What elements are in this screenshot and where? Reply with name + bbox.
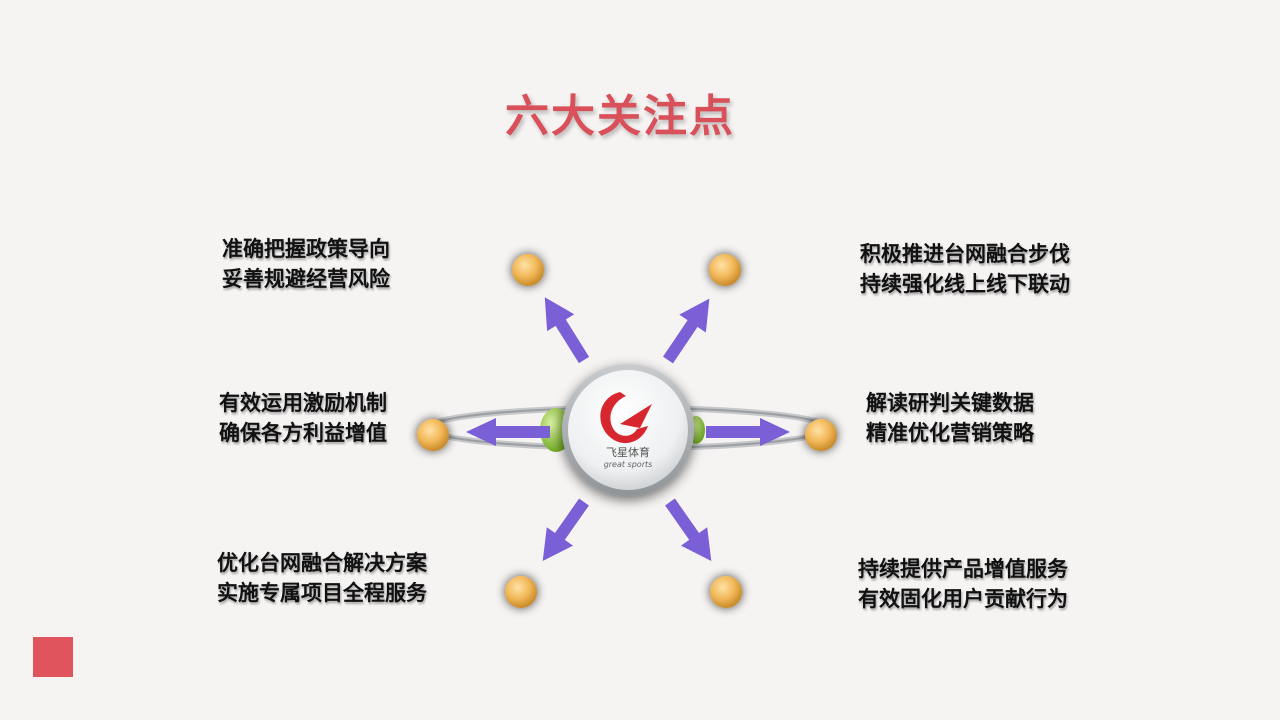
arrow-bottom-left [542,498,589,561]
node-bottom-right [710,576,742,608]
logo-text-cn: 飞星体育 [606,445,650,459]
node-top-right [709,254,741,286]
arrow-top-right [663,298,710,364]
page-title: 六大关注点 [505,91,735,142]
label-top-right: 积极推进台网融合步伐 持续强化线上线下联动 [860,242,1070,296]
label-bottom-right: 持续提供产品增值服务 有效固化用户贡献行为 [858,557,1068,611]
arrow-top-left [544,297,590,364]
node-bottom-left [505,576,537,608]
arrow-mid-left [466,418,550,446]
label-bottom-left: 优化台网融合解决方案 实施专属项目全程服务 [217,551,427,605]
node-top-left [512,254,544,286]
central-hub [562,364,694,496]
great-sports-logo-icon [600,392,652,444]
arrow-mid-right [706,418,790,446]
node-mid-left [417,419,449,451]
arrow-bottom-right [665,498,712,561]
accent-square [33,637,73,677]
label-top-left: 准确把握政策导向 妥善规避经营风险 [222,237,390,291]
logo-text-en: great sports [604,460,653,469]
node-mid-right [805,419,837,451]
label-mid-right: 解读研判关键数据 精准优化营销策略 [866,391,1034,445]
label-mid-left: 有效运用激励机制 确保各方利益增值 [219,391,387,445]
